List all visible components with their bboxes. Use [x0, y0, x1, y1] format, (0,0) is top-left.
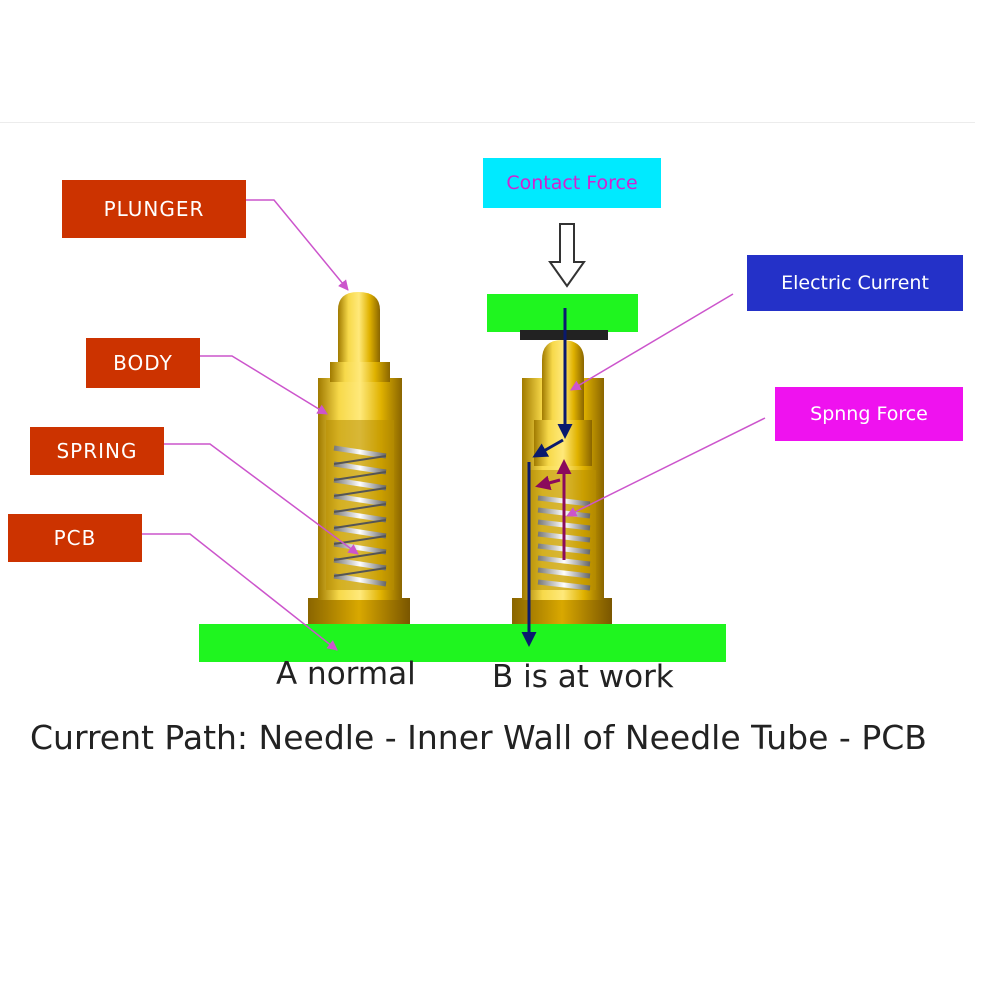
leader-pcb: [142, 533, 338, 651]
caption-b-at-work: B is at work: [492, 659, 674, 695]
top-divider: [0, 122, 975, 123]
current-path-arrows: [521, 308, 573, 647]
spring-force-label: Spnng Force: [775, 387, 963, 441]
pin-b: [487, 294, 638, 624]
body-label: BODY: [86, 338, 200, 388]
pin-a: [308, 292, 410, 624]
contact-force-label: Contact Force: [483, 158, 661, 208]
leader-plunger: [246, 199, 349, 291]
current-arrow-left: [532, 438, 564, 458]
spring-force-arrow-left: [535, 475, 561, 491]
pin-a-base: [308, 598, 410, 624]
leader-spring-force: [566, 417, 766, 517]
spring-force-arrows: [535, 459, 572, 560]
pcb-board: [199, 624, 726, 662]
plunger-label: PLUNGER: [62, 180, 246, 238]
leader-body: [200, 355, 328, 415]
leader-spring: [164, 443, 359, 555]
pin-b-plunger: [542, 340, 584, 420]
spring-label: SPRING: [30, 427, 164, 475]
pin-b-base: [512, 598, 612, 624]
pin-b-plunger-collar: [534, 420, 592, 466]
electric-current-label: Electric Current: [747, 255, 963, 311]
pin-a-plunger: [338, 292, 380, 362]
leader-lines: [142, 199, 766, 651]
contact-force-arrow-icon: [548, 223, 586, 288]
pin-b-top-board: [487, 294, 638, 332]
pin-a-plunger-collar: [330, 362, 390, 382]
pcb-label: PCB: [8, 514, 142, 562]
leader-electric: [570, 293, 734, 391]
current-path-caption: Current Path: Needle - Inner Wall of Nee…: [30, 718, 927, 757]
pin-a-spring: [333, 445, 387, 587]
caption-a-normal: A normal: [276, 656, 416, 692]
